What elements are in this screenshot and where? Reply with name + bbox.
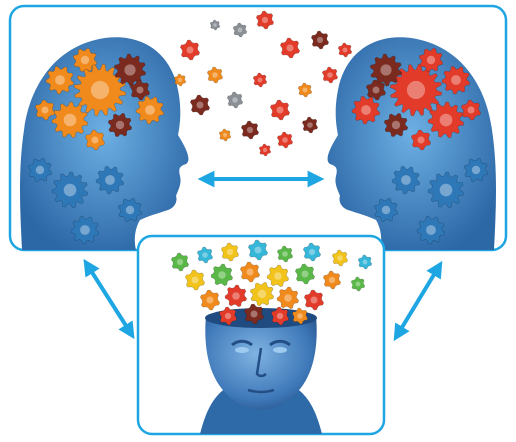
left-gear-head [20,37,189,250]
gear-icon [441,65,471,95]
left-diagonal-double-arrow [83,258,135,340]
gear-icon [460,99,482,121]
gear-icon [179,39,201,61]
gear-icon [276,245,294,263]
gear-icon [266,264,290,288]
gear-icon [249,281,275,307]
gear-icon [276,131,294,149]
gear-icon [232,22,248,38]
gear-icon [51,171,89,209]
gear-icon [27,157,53,183]
gear-icon [73,63,127,117]
gear-icon [351,95,381,125]
floating-gears [173,10,353,157]
gear-icon [218,128,232,142]
gear-icon [322,270,342,290]
gear-icon [463,157,489,183]
gear-icon [302,242,322,262]
gear-icon [210,263,234,287]
gear-icon [45,65,75,95]
gear-icon [95,165,125,195]
gear-icon [51,101,89,139]
gear-icon [418,47,444,73]
gear-icon [427,171,465,209]
gear-icon [297,82,313,98]
gear-icon [291,307,309,325]
gear-icon [303,289,325,311]
right-brain-gears [351,47,489,245]
gear-icon [70,215,100,245]
gear-icon [252,72,268,88]
gear-icon [218,306,238,326]
gear-icon [113,53,147,87]
gear-icon [416,215,446,245]
left-brain-gears [27,47,165,245]
gear-icon [383,112,409,138]
gear-icon [34,99,56,121]
gear-icon [209,19,221,31]
right-diagonal-double-arrow [393,260,443,342]
gear-icon [196,246,214,264]
gear-icon [373,197,399,223]
gear-icon [331,249,349,267]
gear-icon [269,99,291,121]
gear-icon [206,66,224,84]
gear-icon [129,79,151,101]
gear-icon [279,37,301,59]
gear-icon [427,101,465,139]
gear-icon [117,197,143,223]
gear-icon [199,289,221,311]
gear-icon [226,91,244,109]
gear-icon [258,143,272,157]
gear-icon [220,242,240,262]
gear-icon [310,30,330,50]
gear-burst [170,239,373,326]
gear-icon [410,129,432,151]
gear-icon [72,47,98,73]
gear-icon [301,116,319,134]
right-gear-head [327,37,496,250]
gear-icon [247,239,269,261]
gear-icon [357,254,373,270]
gear-icon [389,63,443,117]
gear-icon [321,66,339,84]
gear-icon [173,73,187,87]
gear-icon [224,284,248,308]
gear-icon [170,252,190,272]
gear-icon [135,95,165,125]
gear-icon [276,286,300,310]
gear-icon [255,10,275,30]
gear-icon [369,53,403,87]
gear-icon [189,94,211,116]
gear-icon [350,276,366,292]
gear-icon [239,261,261,283]
gear-icon [270,306,290,326]
gear-icon [84,129,106,151]
gear-icon [184,269,206,291]
gear-icon [240,120,260,140]
gear-icon [391,165,421,195]
gear-icon [243,303,265,325]
gear-icon [107,112,133,138]
open-gear-head-face [170,239,373,434]
gear-icon [365,79,387,101]
gear-icon [337,42,353,58]
gear-icon [294,263,316,285]
